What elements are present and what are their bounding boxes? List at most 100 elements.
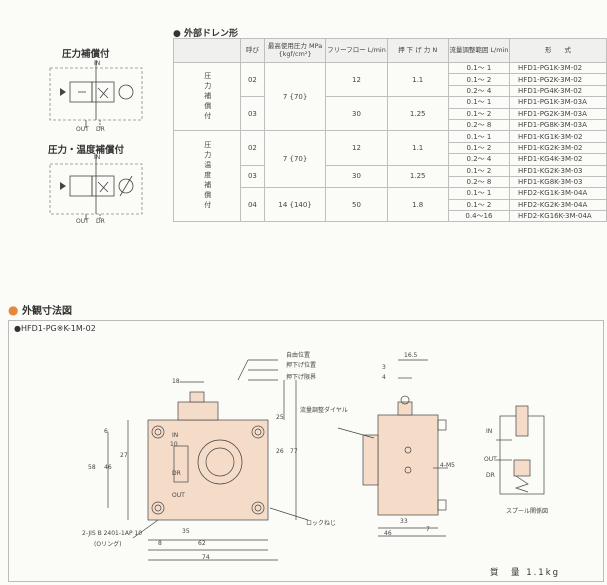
dim-58: 58 (88, 464, 96, 471)
force-cell: 1.8 (386, 187, 449, 223)
drain-section-title: ● 外部ドレン形 (173, 29, 239, 39)
dim-6: 6 (104, 428, 108, 435)
range-cell: 0.4〜16 (447, 210, 511, 223)
range-cell: 0.1〜 2 (447, 164, 511, 177)
model-cell: HFD1-PG8K-3M-03A (509, 118, 607, 132)
label-lock-screw: ロックねじ (306, 520, 337, 527)
dim-74: 74 (202, 554, 210, 561)
model-label: ●HFD1-PG※K-1M-02 (14, 324, 96, 333)
range-cell: 0.1〜 2 (447, 141, 511, 155)
symbol-dr-label: DR (96, 126, 105, 133)
dimension-section-title: ● 外観寸法図 (8, 303, 72, 317)
model-cell: HFD1-KG1K-3M-02 (509, 130, 607, 143)
label-oring: 2-JIS B 2401-1AP 10 (82, 530, 143, 537)
range-cell: 0.2〜 4 (447, 153, 511, 166)
dim-25: 25 (276, 414, 284, 421)
dim-33: 33 (400, 518, 408, 525)
header-force: 押 下 げ 力 N (386, 38, 449, 63)
symbol-out-label-2: OUT (76, 218, 89, 225)
free-flow-cell: 30 (325, 96, 388, 132)
header-flow-range: 流量調整範囲 L/min (447, 38, 511, 63)
model-cell: HFD1-KG8K-3M-03 (509, 175, 607, 189)
model-cell: HFD2-KG1K-3M-04A (509, 187, 607, 200)
dimension-drawing (107, 359, 545, 561)
symbol-in-label-2: IN (94, 154, 101, 161)
range-cell: 0.1〜 1 (447, 96, 511, 109)
dim-18: 18 (172, 378, 180, 385)
dim-27: 27 (120, 452, 128, 459)
free-flow-cell: 12 (325, 130, 388, 166)
symbol-dr-label-2: DR (96, 218, 105, 225)
label-free-pos: 自由位置 (286, 352, 311, 359)
drawing-frame (8, 320, 604, 582)
free-flow-cell: 12 (325, 61, 388, 98)
model-cell: HFD1-PG2K-3M-03A (509, 107, 607, 120)
header-bore: 呼び (240, 38, 265, 63)
symbol-out-label: OUT (76, 126, 89, 133)
category-cell: 圧力温度補償付 (172, 130, 242, 223)
category-cell: 圧力補償付 (172, 61, 242, 132)
range-cell: 0.1〜 2 (447, 198, 511, 212)
range-cell: 0.1〜 1 (447, 61, 511, 75)
bore-cell: 03 (240, 164, 265, 189)
force-cell: 1.1 (386, 61, 449, 98)
model-cell: HFD1-KG4K-3M-02 (509, 153, 607, 166)
dim-35: 35 (182, 528, 190, 535)
spec-table: 呼び 最高使用圧力 MPa {kgf/cm²} フリーフロー L/min 押 下… (172, 38, 607, 223)
range-cell: 0.2〜 4 (447, 84, 511, 98)
header-model: 形 式 (509, 38, 607, 63)
header-free-flow: フリーフロー L/min (325, 38, 388, 63)
dim-16-5: 16.5 (404, 352, 418, 359)
range-cell: 0.2〜 8 (447, 175, 511, 189)
bore-cell: 04 (240, 187, 265, 223)
hydraulic-symbol-pressure-temp (49, 154, 143, 220)
dim-46: 46 (104, 464, 112, 471)
label-spool-dr: DR (486, 472, 495, 479)
label-spool-in: IN (486, 428, 493, 435)
model-cell: HFD1-PG1K-3M-02 (509, 61, 607, 75)
pressure-cell: 7 {70} (263, 61, 327, 132)
dim-77: 77 (290, 448, 298, 455)
bore-cell: 02 (240, 130, 265, 166)
free-flow-cell: 30 (325, 164, 388, 189)
weight-label: 質 量 1.1kg (490, 568, 561, 578)
force-cell: 1.25 (386, 164, 449, 189)
bore-cell: 03 (240, 96, 265, 132)
model-cell: HFD1-KG2K-3M-03 (509, 164, 607, 177)
bore-cell: 02 (240, 61, 265, 98)
label-tap: 4-M5 (440, 462, 455, 469)
label-spool: スプール関係図 (506, 508, 549, 515)
dim-8: 8 (158, 540, 162, 547)
dim-4: 4 (382, 374, 386, 381)
label-flow-dial: 流量調整ダイヤル (300, 407, 348, 414)
label-in: IN (172, 432, 179, 439)
force-cell: 1.1 (386, 130, 449, 166)
dim-10: 10 (170, 441, 178, 448)
symbol-in-label: IN (94, 60, 101, 67)
dim-7: 7 (426, 526, 430, 533)
label-oring2: (Oリング) (94, 541, 122, 548)
pressure-cell: 7 {70} (263, 130, 327, 189)
dim-62: 62 (198, 540, 206, 547)
hydraulic-symbol-pressure (49, 60, 143, 128)
model-cell: HFD2-KG16K-3M-04A (509, 210, 607, 223)
model-cell: HFD1-PG4K-3M-02 (509, 84, 607, 98)
dim-26: 26 (276, 448, 284, 455)
model-cell: HFD1-PG2K-3M-02 (509, 73, 607, 86)
range-cell: 0.1〜 1 (447, 130, 511, 143)
label-dr: DR (172, 470, 181, 477)
header-category (172, 38, 242, 63)
header-pressure: 最高使用圧力 MPa {kgf/cm²} (263, 38, 327, 63)
free-flow-cell: 50 (325, 187, 388, 223)
force-cell: 1.25 (386, 96, 449, 132)
range-cell: 0.2〜 8 (447, 118, 511, 132)
label-pressed-pos: 押下げ位置 (286, 362, 317, 369)
dim-46b: 46 (384, 530, 392, 537)
label-pressed-limit: 押下げ限界 (286, 374, 317, 381)
model-cell: HFD1-KG2K-3M-02 (509, 141, 607, 155)
range-cell: 0.1〜 2 (447, 73, 511, 86)
range-cell: 0.1〜 1 (447, 187, 511, 200)
symbol-title-pressure-temp: 圧力・温度補償付 (48, 145, 125, 156)
pressure-cell: 14 {140} (263, 187, 327, 223)
label-spool-out: OUT (484, 456, 497, 463)
